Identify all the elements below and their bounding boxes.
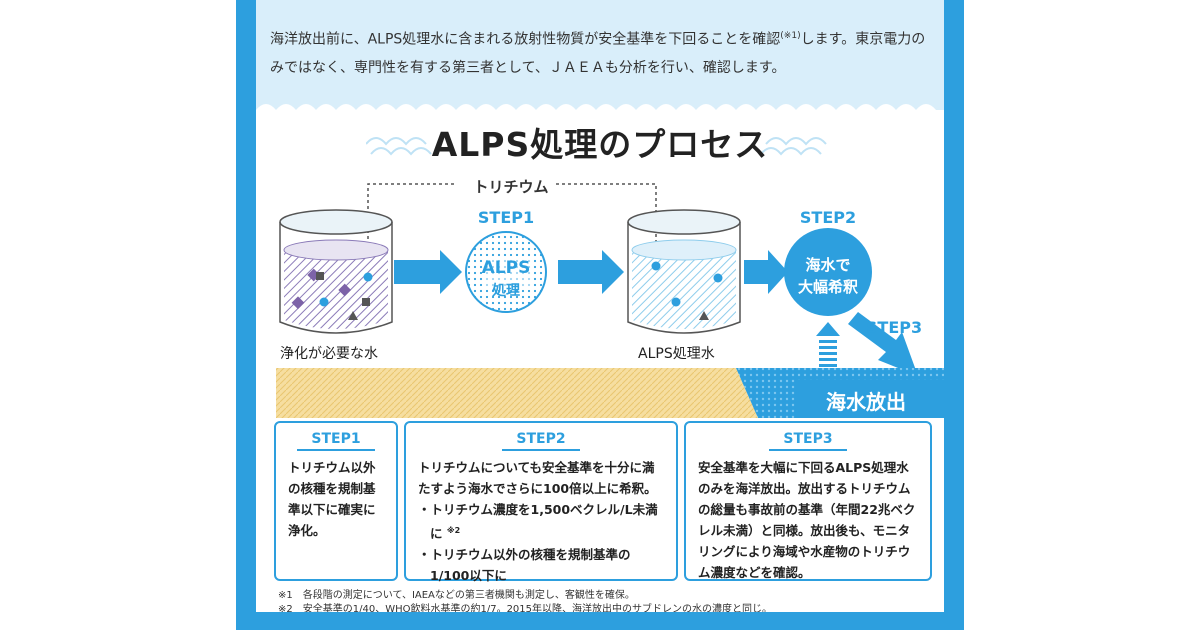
dilute-line1: 海水で xyxy=(805,256,851,274)
release-label: 海水放出 xyxy=(826,390,906,414)
tritium-label: トリチウム xyxy=(473,178,549,196)
card-step1: STEP1 トリチウム以外の核種を規制基準以下に確実に浄化。 xyxy=(274,421,398,581)
arrow-1 xyxy=(394,250,462,294)
intro-text: 海洋放出前に、ALPS処理水に含まれる放射性物質が安全基準を下回ることを確認(※… xyxy=(270,22,934,82)
card-step2-bullet2: ・トリチウム以外の核種を規制基準の1/100以下に xyxy=(418,547,631,584)
ground-band xyxy=(276,368,758,418)
footnote-1: ※1 各段階の測定について、IAEAなどの第三者機関も測定し、客観性を確保。 xyxy=(278,590,635,601)
arrow-2 xyxy=(558,250,624,294)
card-step3: STEP3 安全基準を大幅に下回るALPS処理水のみを海洋放出。放出するトリチウ… xyxy=(684,421,932,581)
alps-circle-line2: 処理 xyxy=(492,283,520,299)
title-clouds xyxy=(366,137,827,156)
arrow-3 xyxy=(744,250,788,294)
intro-text-part1: 海洋放出前に、ALPS処理水に含まれる放射性物質が安全基準を下回ることを確認 xyxy=(270,31,781,48)
card-step3-head: STEP3 xyxy=(769,431,847,451)
intro-ref: (※1) xyxy=(780,31,801,41)
card-step2-body: トリチウムについても安全基準を十分に満たすよう海水でさらに100倍以上に希釈。 … xyxy=(418,457,666,586)
step1-label: STEP1 xyxy=(477,208,535,227)
infographic: 海洋放出前に、ALPS処理水に含まれる放射性物質が安全基準を下回ることを確認(※… xyxy=(256,0,944,612)
card-step3-body: 安全基準を大幅に下回るALPS処理水のみを海洋放出。放出するトリチウムの総量も事… xyxy=(698,460,916,580)
intro-box: 海洋放出前に、ALPS処理水に含まれる放射性物質が安全基準を下回ることを確認(※… xyxy=(256,0,944,100)
step3-label: STEP3 xyxy=(865,318,923,337)
step3-arrow xyxy=(848,312,918,376)
card-step1-body: トリチウム以外の核種を規制基準以下に確実に浄化。 xyxy=(288,460,376,538)
tank1-label: 浄化が必要な水 xyxy=(280,346,378,362)
alps-circle-line1: ALPS xyxy=(481,258,531,278)
card-step2-bullet1-ref: ※2 xyxy=(446,526,461,535)
page-title: ALPS処理のプロセス xyxy=(431,125,769,164)
card-step2: STEP2 トリチウムについても安全基準を十分に満たすよう海水でさらに100倍以… xyxy=(404,421,678,583)
tank-untreated xyxy=(279,209,393,334)
tank-treated xyxy=(627,209,741,334)
process-diagram xyxy=(276,183,944,418)
dilute-line2: 大幅希釈 xyxy=(797,278,858,296)
card-step2-text: トリチウムについても安全基準を十分に満たすよう海水でさらに100倍以上に希釈。 xyxy=(418,460,657,496)
step2-label: STEP2 xyxy=(799,208,857,227)
tritium-line-right xyxy=(556,183,657,262)
footnote-2: ※2 安全基準の1/40、WHO飲料水基準の約1/7。2015年以降、海洋放出中… xyxy=(278,604,773,612)
card-step2-bullet1-text: ・トリチウム濃度を1,500ベクレル/L未満に xyxy=(418,502,658,542)
cloud-divider xyxy=(256,96,944,110)
intro-text-part2: します。東京電力のみではなく、専門性を有する第三者として、ＪＡＥＡも分析を行い、… xyxy=(270,31,926,76)
card-step2-bullet1: ・トリチウム濃度を1,500ベクレル/L未満に ※2 xyxy=(418,499,666,544)
dilute-circle xyxy=(784,228,872,316)
seawater-intake-arrow xyxy=(816,322,840,367)
card-step2-head: STEP2 xyxy=(502,431,580,451)
card-step1-head: STEP1 xyxy=(297,431,375,451)
tank2-label: ALPS処理水 xyxy=(638,346,715,362)
